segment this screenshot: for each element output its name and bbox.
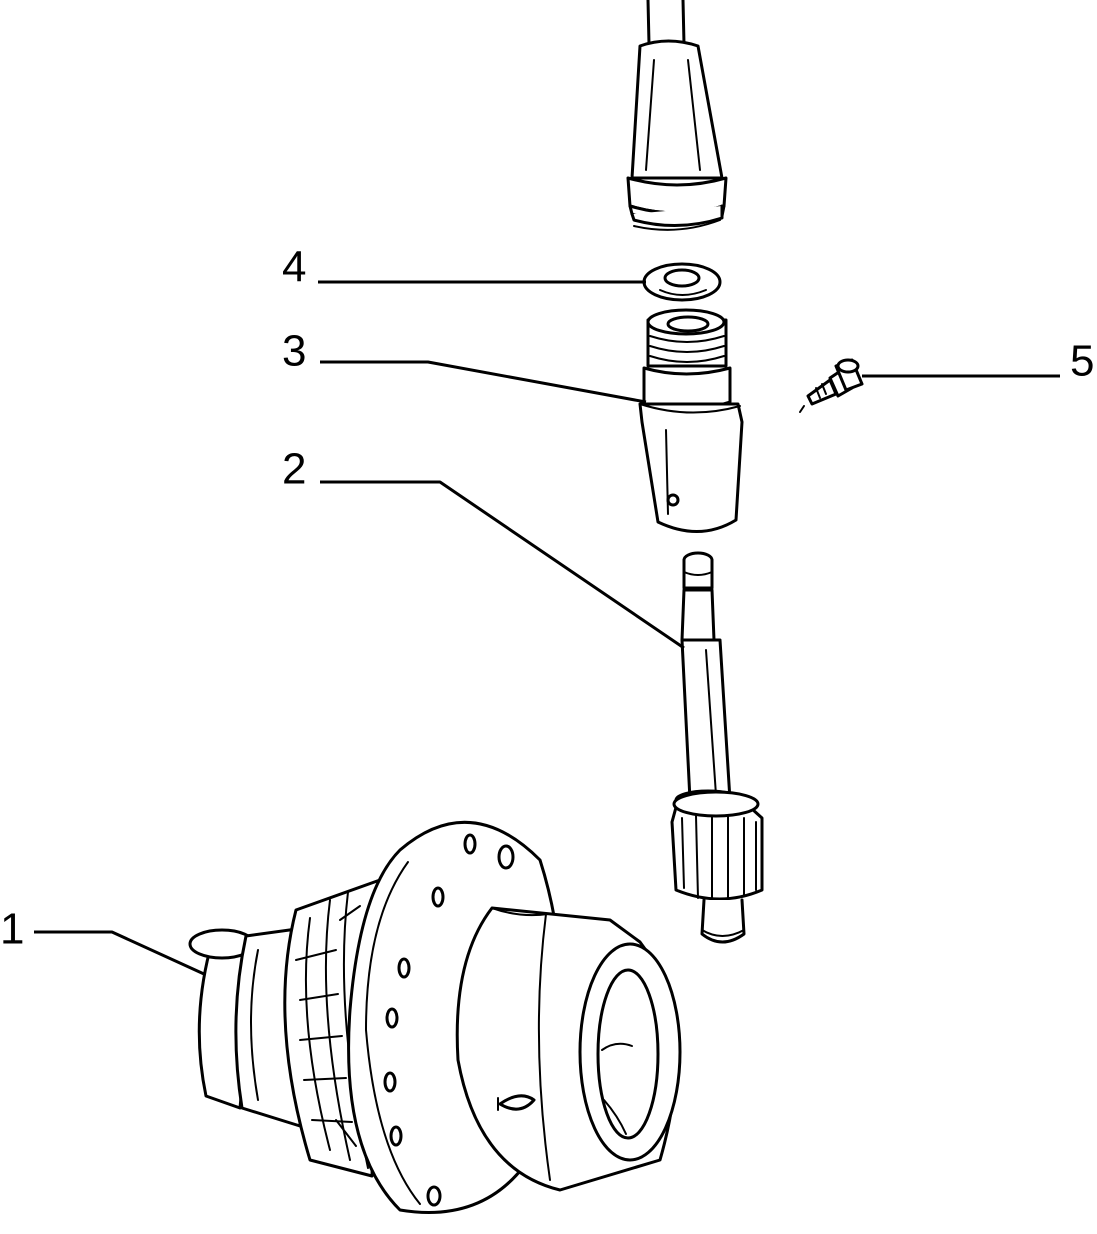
speedometer-cable <box>626 0 728 231</box>
leader-line-2 <box>320 480 685 650</box>
callout-3: 3 <box>282 327 306 376</box>
callout-2: 2 <box>282 445 306 494</box>
callout-4: 4 <box>282 243 306 292</box>
callout-labels: 1 2 3 4 5 <box>0 243 1094 954</box>
leader-line-3 <box>320 360 647 404</box>
part-1-differential-housing <box>188 820 682 1214</box>
part-3-bushing <box>638 308 744 533</box>
callout-1: 1 <box>0 905 24 954</box>
part-5-screw <box>799 358 864 413</box>
leader-line-1 <box>34 930 205 976</box>
leader-lines <box>34 280 1060 976</box>
part-2-gear-shaft <box>670 551 764 944</box>
callout-5: 5 <box>1070 337 1094 386</box>
part-4-washer <box>642 262 722 302</box>
